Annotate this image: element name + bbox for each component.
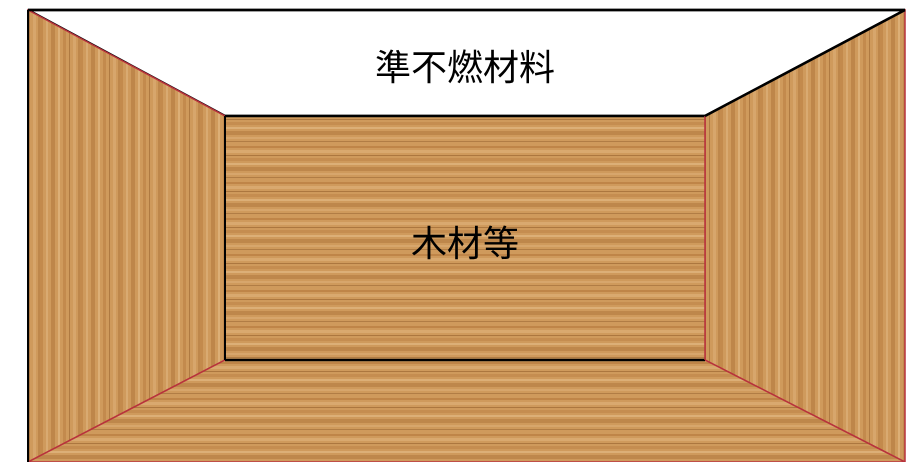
back-wall-panel bbox=[225, 116, 705, 360]
frame-right-ceiling-edge bbox=[704, 8, 906, 118]
wall-label: 木材等 bbox=[411, 224, 519, 265]
ceiling-label: 準不燃材料 bbox=[375, 48, 555, 89]
